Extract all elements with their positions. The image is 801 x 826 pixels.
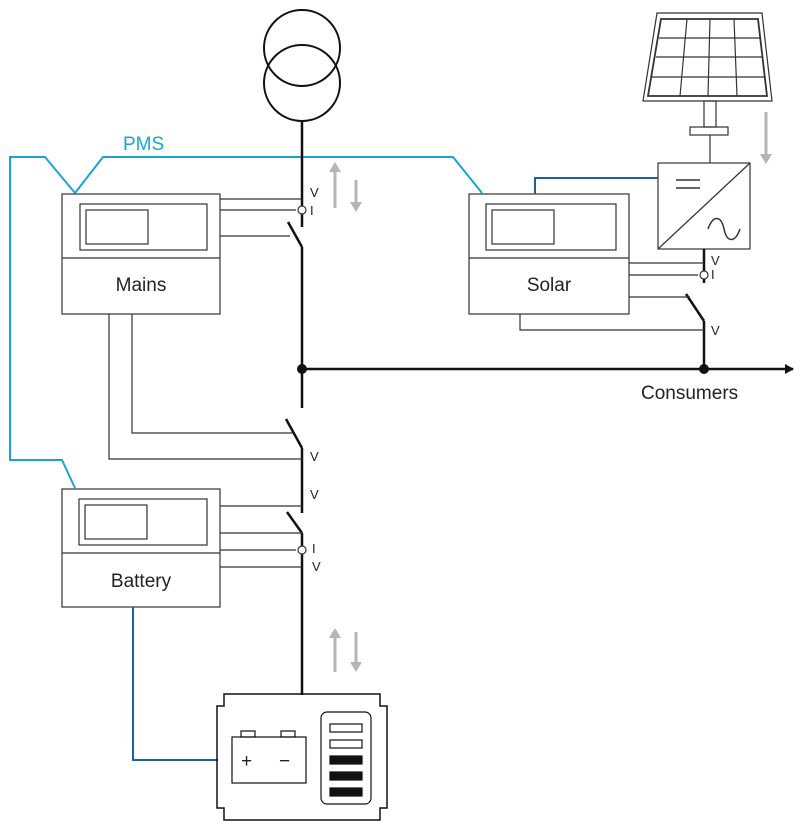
transformer-icon <box>263 9 341 122</box>
pms-label: PMS <box>123 134 164 155</box>
solar-controller: Solar <box>468 193 630 315</box>
solar-label: Solar <box>527 275 572 296</box>
battery-flow-arrows <box>329 628 362 672</box>
solar-control-line <box>534 177 658 194</box>
battery-v-label: V <box>312 559 321 574</box>
mains-v-label: V <box>310 185 319 200</box>
solar-breaker-v-label: V <box>711 323 720 338</box>
battery-label: Battery <box>111 571 172 592</box>
solar-v-label: V <box>711 253 720 268</box>
mains-breaker <box>286 221 304 248</box>
inverter-icon <box>657 162 751 250</box>
battery-control-line <box>132 607 218 761</box>
battery-unit-icon <box>216 693 388 821</box>
battery-display <box>78 498 208 546</box>
mains-display <box>79 203 208 251</box>
solar-measure-wires <box>519 262 704 331</box>
solar-i-label: I <box>711 267 715 282</box>
battery-plus-terminal: + <box>241 751 252 772</box>
bustie-v-label: V <box>310 449 319 464</box>
battery-breaker <box>285 511 304 534</box>
consumers-label: Consumers <box>641 383 738 404</box>
battery-bus-v-label: V <box>310 487 319 502</box>
solar-display <box>485 203 617 251</box>
pms-line <box>9 156 483 489</box>
battery-i-label: I <box>312 541 316 556</box>
solar-flow-arrow <box>760 112 772 164</box>
grid-flow-arrows <box>329 162 362 212</box>
battery-minus-terminal: − <box>279 751 290 772</box>
battery-measure-wires <box>220 505 302 568</box>
mains-i-label: I <box>310 203 314 218</box>
mains-measure-wires <box>220 198 302 237</box>
mains-controller: Mains <box>61 193 221 315</box>
bus-junction <box>297 364 307 374</box>
battery-controller: Battery <box>61 488 221 608</box>
mains-to-bustie-wires <box>108 314 302 460</box>
solar-breaker <box>684 293 706 322</box>
mains-label: Mains <box>116 275 167 296</box>
bus-tie-breaker <box>284 418 304 449</box>
solar-panel-icon <box>642 12 773 164</box>
